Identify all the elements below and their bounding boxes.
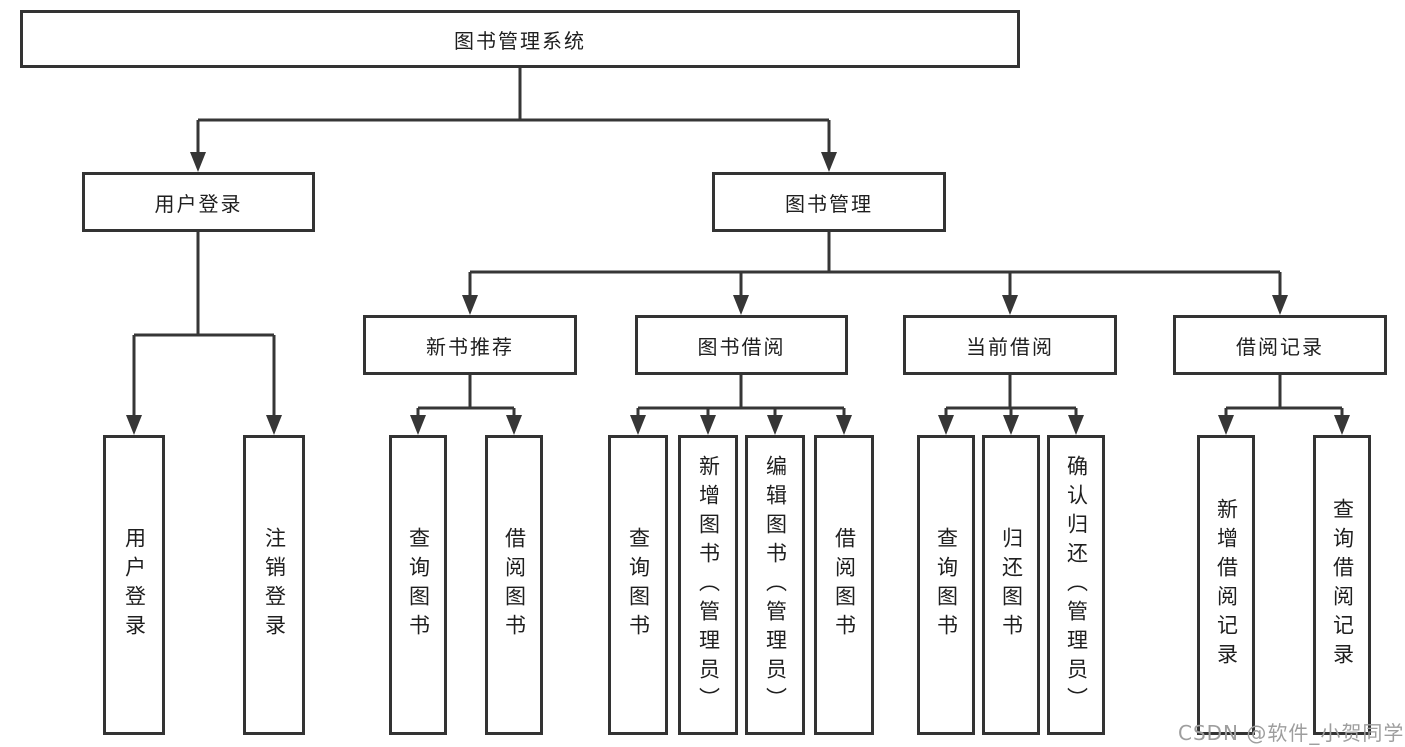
leaf-borrow-edit-books-admin: 编辑图书（管理员） bbox=[745, 435, 805, 735]
node-current-borrowing: 当前借阅 bbox=[903, 315, 1117, 375]
leaf-logout: 注销登录 bbox=[243, 435, 305, 735]
node-new-book-recommendation: 新书推荐 bbox=[363, 315, 577, 375]
leaf-rec-query-books: 查询图书 bbox=[389, 435, 447, 735]
leaf-records-query-record: 查询借阅记录 bbox=[1313, 435, 1371, 735]
leaf-rec-borrow-books: 借阅图书 bbox=[485, 435, 543, 735]
leaf-records-add-record: 新增借阅记录 bbox=[1197, 435, 1255, 735]
node-user-login: 用户登录 bbox=[82, 172, 315, 232]
node-book-borrowing: 图书借阅 bbox=[635, 315, 848, 375]
leaf-current-confirm-return-admin: 确认归还（管理员） bbox=[1047, 435, 1105, 735]
leaf-borrow-query-books: 查询图书 bbox=[608, 435, 668, 735]
leaf-borrow-borrow-books: 借阅图书 bbox=[814, 435, 874, 735]
leaf-borrow-add-books-admin: 新增图书（管理员） bbox=[678, 435, 738, 735]
node-book-management: 图书管理 bbox=[712, 172, 946, 232]
node-borrowing-records: 借阅记录 bbox=[1173, 315, 1387, 375]
leaf-current-return-books: 归还图书 bbox=[982, 435, 1040, 735]
csdn-watermark: CSDN @软件_小贺同学 bbox=[1178, 721, 1405, 745]
node-library-system: 图书管理系统 bbox=[20, 10, 1020, 68]
leaf-user-login: 用户登录 bbox=[103, 435, 165, 735]
leaf-current-query-books: 查询图书 bbox=[917, 435, 975, 735]
